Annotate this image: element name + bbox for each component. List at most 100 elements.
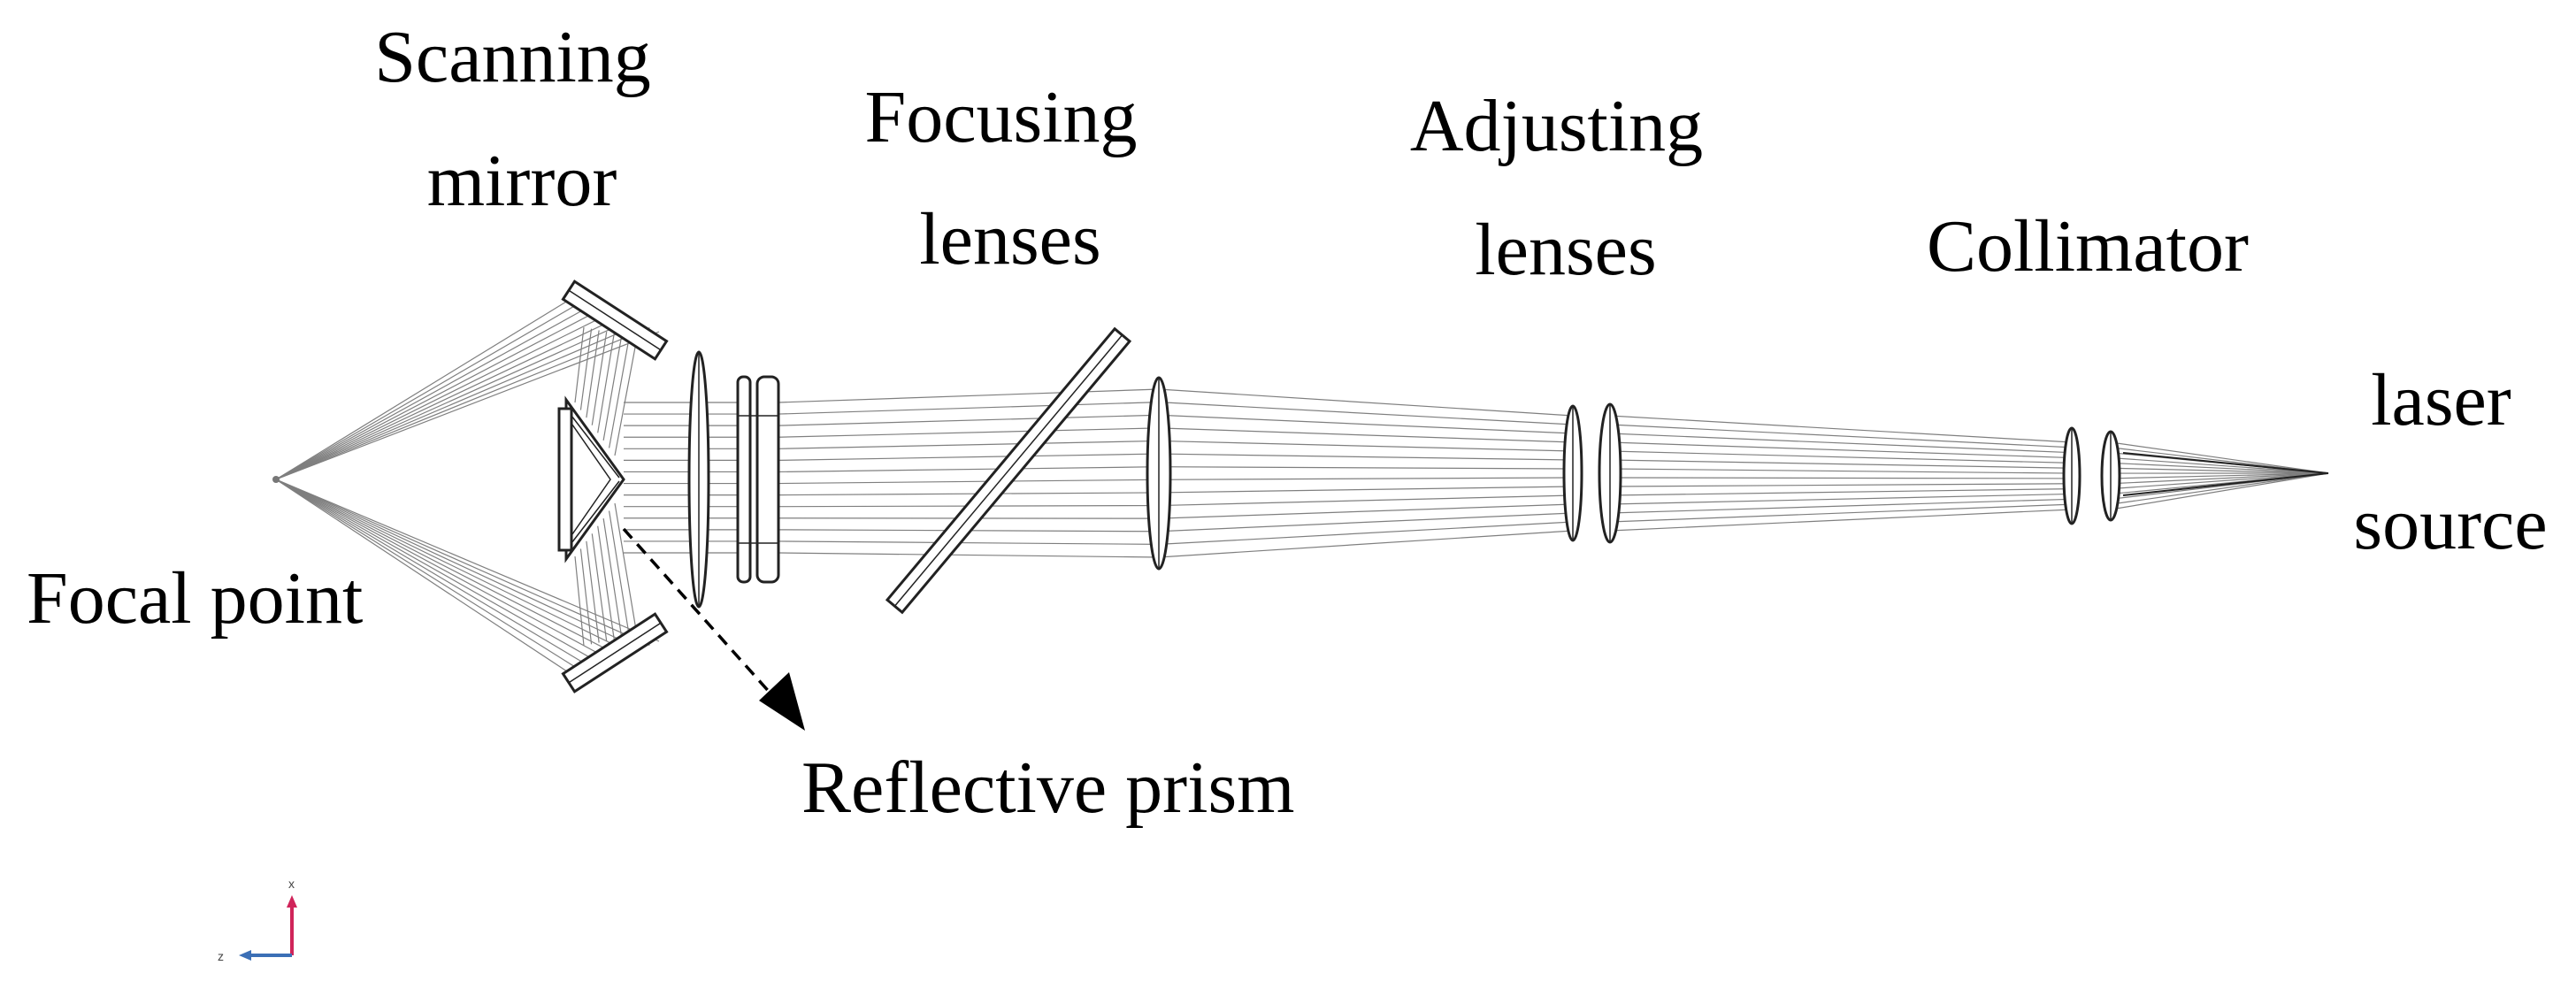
ray-focusing-relay: [778, 414, 1160, 426]
ray-adjusting-focusing: [1158, 414, 1574, 434]
laser-source-label: laser source: [2353, 359, 2547, 565]
ray-source-collimator: [2110, 472, 2329, 485]
ray-adjusting-focusing: [1158, 402, 1574, 425]
ray-collimator-adjusting: [1609, 493, 2073, 505]
ray-focusing-relay: [778, 492, 1160, 496]
ray-mirror-focal-top: [275, 315, 623, 480]
ray-adjusting-focusing: [1158, 512, 1574, 532]
adjusting-lenses-label: Adjusting lenses: [1410, 85, 1721, 291]
ray-focusing-relay: [778, 402, 1160, 415]
ray-mirror-focal-bottom: [275, 479, 650, 646]
ray-adjusting-focusing: [1158, 486, 1574, 494]
ray-prism-mirror-top: [614, 337, 638, 456]
ray-source-collimator: [2110, 472, 2329, 505]
ray-source-collimator: [2110, 467, 2329, 474]
ray-bundles: [275, 295, 2329, 678]
ray-focusing-relay: [778, 552, 1160, 558]
ray-mirror-focal-bottom: [275, 479, 585, 674]
ray-mirror-focal-bottom: [275, 479, 660, 642]
ray-adjusting-focusing: [1158, 427, 1574, 443]
ray-prism-mirror-top: [579, 328, 593, 410]
adjusting-lenses: [1562, 402, 1622, 544]
scanning-mirror-label: Scanning mirror: [374, 16, 670, 222]
ray-mirror-focal-bottom: [275, 479, 632, 654]
ray-focusing-relay: [778, 540, 1160, 545]
ray-source-collimator: [2110, 441, 2329, 474]
ray-prism-mirror-bottom: [597, 525, 615, 640]
scanning-mirror: [561, 280, 669, 693]
relay-lens-pair: [736, 375, 780, 584]
collimator-label: Collimator: [1927, 205, 2249, 287]
ray-prism-mirror-bottom: [579, 548, 593, 645]
ray-mirror-focal-top: [275, 323, 641, 480]
ray-adjusting-focusing: [1158, 477, 1574, 480]
ray-collimator-adjusting: [1609, 477, 2073, 479]
axis-z-label: z: [218, 949, 224, 963]
ray-prism-mirror-top: [608, 336, 631, 448]
ray-source-collimator: [2110, 456, 2329, 474]
ray-prism-mirror-top: [586, 330, 600, 418]
ray-adjusting-focusing: [1158, 466, 1574, 470]
ray-prism-mirror-bottom: [602, 518, 623, 639]
ray-adjusting-focusing: [1158, 388, 1574, 417]
ray-mirror-focal-top: [275, 319, 632, 480]
focal-point-marker: [272, 476, 280, 483]
ray-collimator-adjusting: [1609, 415, 2073, 443]
ray-prism-mirror-bottom: [586, 540, 600, 643]
ray-collimator-adjusting: [1609, 509, 2073, 532]
ray-mirror-focal-bottom: [275, 479, 594, 670]
ray-mirror-focal-top: [275, 326, 650, 480]
ray-collimator-adjusting: [1609, 488, 2073, 496]
ray-prism-mirror-bottom: [574, 555, 585, 647]
ray-focusing-relay: [778, 479, 1160, 485]
ray-mirror-focal-top: [275, 295, 576, 480]
ray-mirror-focal-top: [275, 299, 585, 480]
reflective-prism-pointer: [622, 527, 805, 731]
ray-collimator-adjusting: [1609, 483, 2073, 487]
ray-adjusting-focusing: [1158, 521, 1574, 545]
focusing-lens-plate: [885, 326, 1132, 615]
reflective-prism: [557, 395, 625, 563]
ray-mirror-focal-bottom: [275, 479, 641, 650]
ray-mirror-focal-top: [275, 331, 660, 480]
ray-mirror-focal-top: [275, 303, 594, 480]
ray-mirror-focal-bottom: [275, 479, 623, 658]
ray-focusing-relay: [778, 440, 1160, 449]
ray-focusing-relay: [778, 453, 1160, 461]
collimator-lenses: [2062, 426, 2121, 525]
ray-collimator-adjusting: [1609, 459, 2073, 469]
ray-adjusting-focusing: [1158, 503, 1574, 519]
ray-source-collimator: [2110, 472, 2329, 490]
ray-prism-mirror-bottom: [608, 510, 631, 637]
ray-mirror-focal-top: [275, 307, 603, 480]
ray-prism-mirror-bottom: [591, 533, 608, 641]
ray-source-collimator: [2110, 462, 2329, 474]
ray-mirror-focal-bottom: [275, 479, 576, 678]
focusing-lenses-label: Focusing lenses: [864, 76, 1155, 280]
ray-prism-mirror-top: [574, 326, 585, 403]
laser-source-cone: [2122, 452, 2329, 496]
ray-collimator-adjusting: [1609, 441, 2073, 459]
focusing-lens: [1146, 376, 1172, 571]
ray-mirror-focal-top: [275, 311, 613, 480]
reflective-prism-label: Reflective prism: [801, 747, 1294, 829]
ray-adjusting-focusing: [1158, 440, 1574, 452]
ray-collimator-adjusting: [1609, 468, 2073, 474]
ray-collimator-adjusting: [1609, 450, 2073, 464]
ray-source-collimator: [2110, 472, 2329, 510]
ray-prism-mirror-top: [591, 332, 608, 425]
ray-collimator-adjusting: [1609, 498, 2073, 514]
ray-collimator-adjusting: [1609, 503, 2073, 523]
ray-prism-mirror-bottom: [614, 502, 638, 636]
ray-prism-mirror-top: [602, 334, 623, 441]
axis-triad: x z: [218, 877, 297, 963]
ray-focusing-relay: [778, 466, 1160, 473]
ray-focusing-relay: [778, 427, 1160, 438]
ray-collimator-adjusting: [1609, 433, 2073, 454]
ray-collimator-adjusting: [1609, 424, 2073, 448]
ray-adjusting-focusing: [1158, 453, 1574, 461]
focal-point-label: Focal point: [27, 557, 363, 640]
ray-source-collimator: [2110, 472, 2329, 479]
ray-adjusting-focusing: [1158, 530, 1574, 558]
ray-mirror-focal-bottom: [275, 479, 603, 666]
